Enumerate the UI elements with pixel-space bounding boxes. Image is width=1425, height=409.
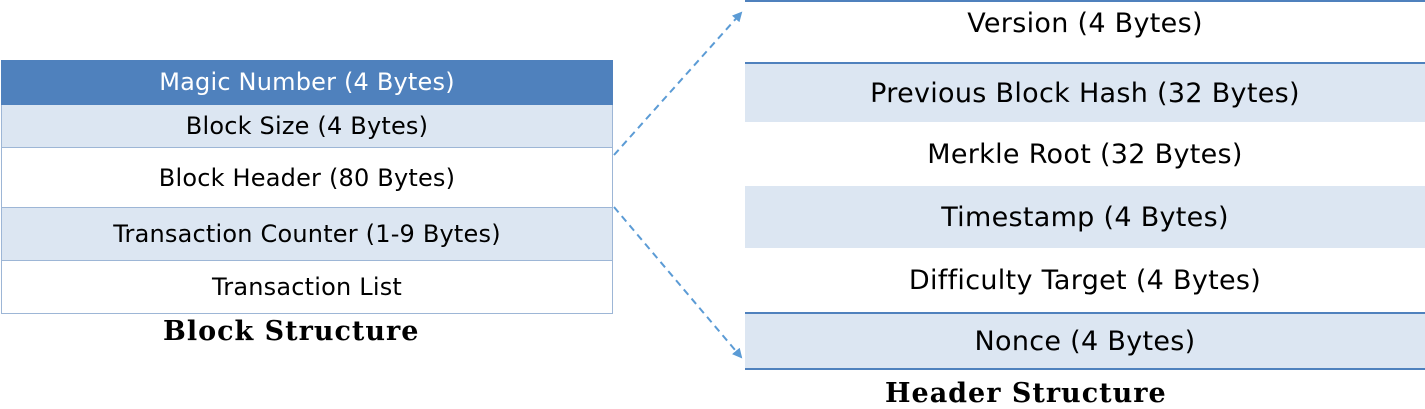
block-row-transaction-list: Transaction List: [1, 261, 613, 314]
header-row-label: Version (4 Bytes): [967, 7, 1203, 39]
header-structure-table: Version (4 Bytes) Previous Block Hash (3…: [745, 0, 1425, 372]
header-row-version: Version (4 Bytes): [745, 2, 1425, 44]
header-row-label: Difficulty Target (4 Bytes): [908, 264, 1262, 296]
block-row-label: Transaction List: [211, 273, 403, 301]
header-row-timestamp: Timestamp (4 Bytes): [745, 186, 1425, 248]
block-row-label: Transaction Counter (1-9 Bytes): [113, 220, 501, 248]
header-divider: [745, 368, 1425, 370]
header-row-label: Nonce (4 Bytes): [974, 325, 1196, 357]
header-structure-caption: Header Structure: [885, 378, 1167, 409]
header-row-merkle-root: Merkle Root (32 Bytes): [745, 122, 1425, 186]
header-row-previous-block-hash: Previous Block Hash (32 Bytes): [745, 64, 1425, 122]
header-divider: [745, 62, 1425, 64]
header-row-label: Timestamp (4 Bytes): [941, 201, 1229, 233]
block-row-label: Magic Number (4 Bytes): [159, 68, 455, 96]
block-row-block-header: Block Header (80 Bytes): [1, 148, 613, 208]
block-structure-caption: Block Structure: [163, 316, 420, 347]
header-divider: [745, 0, 1425, 2]
header-row-label: Previous Block Hash (32 Bytes): [870, 77, 1300, 109]
header-row-nonce: Nonce (4 Bytes): [745, 314, 1425, 368]
block-row-label: Block Size (4 Bytes): [185, 112, 429, 140]
block-row-magic-number: Magic Number (4 Bytes): [1, 60, 613, 105]
block-row-block-size: Block Size (4 Bytes): [1, 105, 613, 148]
header-divider: [745, 312, 1425, 314]
block-row-transaction-counter: Transaction Counter (1-9 Bytes): [1, 208, 613, 261]
block-structure-table: Magic Number (4 Bytes) Block Size (4 Byt…: [1, 60, 613, 314]
header-row-difficulty-target: Difficulty Target (4 Bytes): [745, 248, 1425, 312]
block-row-label: Block Header (80 Bytes): [158, 163, 456, 192]
connector-arrow-top: [613, 11, 743, 156]
connector-arrow-bottom: [613, 206, 743, 359]
header-row-label: Merkle Root (32 Bytes): [927, 138, 1243, 170]
